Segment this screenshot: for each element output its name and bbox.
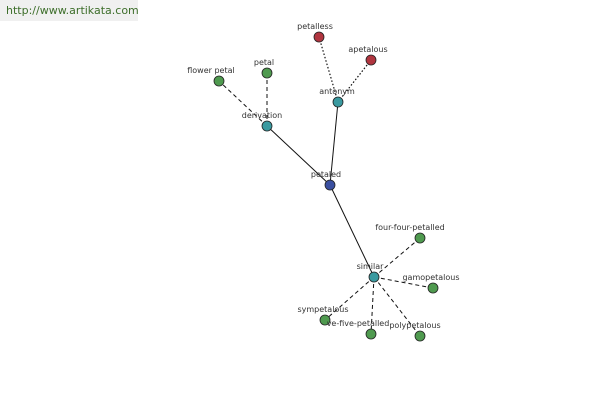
label-derivation: derivation (242, 111, 282, 120)
node-root[interactable] (324, 179, 336, 191)
edge-root-antonym (329, 101, 339, 186)
node-antonym[interactable] (332, 96, 344, 108)
label-five-five-petalled: ve-five-petalled (327, 319, 390, 328)
edge-similar-four-four-petalled (373, 237, 421, 278)
node-flower-petal[interactable] (213, 75, 225, 87)
node-gamopetalous[interactable] (427, 282, 439, 294)
node-petal[interactable] (261, 67, 273, 79)
label-petalless: petalless (297, 22, 333, 31)
node-polypetalous[interactable] (414, 330, 426, 342)
label-apetalous: apetalous (348, 45, 387, 54)
node-five-five-petalled[interactable] (365, 328, 377, 340)
edge-derivation-flower-petal (218, 80, 268, 127)
node-apetalous[interactable] (365, 54, 377, 66)
label-sympetalous: sympetalous (297, 305, 348, 314)
node-petalless[interactable] (313, 31, 325, 43)
node-derivation[interactable] (261, 120, 273, 132)
edge-similar-polypetalous (373, 276, 421, 337)
edge-similar-five-five-petalled (370, 276, 375, 335)
label-antonym: antonym (319, 87, 355, 96)
edge-root-derivation (266, 125, 331, 186)
label-polypetalous: polypetalous (389, 321, 440, 330)
node-similar[interactable] (368, 271, 380, 283)
edge-antonym-petalless (318, 36, 339, 103)
edge-root-similar (329, 184, 375, 278)
label-similar: similar (357, 262, 385, 271)
label-gamopetalous: gamopetalous (402, 273, 459, 282)
edge-similar-gamopetalous (373, 276, 434, 289)
label-four-four-petalled: four-four-petalled (375, 223, 444, 232)
label-petal: petal (254, 58, 274, 67)
edge-similar-sympetalous (324, 276, 375, 321)
label-flower-petal: flower petal (187, 66, 235, 75)
label-root: petaled (311, 170, 341, 179)
node-sympetalous[interactable] (319, 314, 331, 326)
node-four-four-petalled[interactable] (414, 232, 426, 244)
watermark-link[interactable]: http://www.artikata.com (0, 0, 139, 21)
